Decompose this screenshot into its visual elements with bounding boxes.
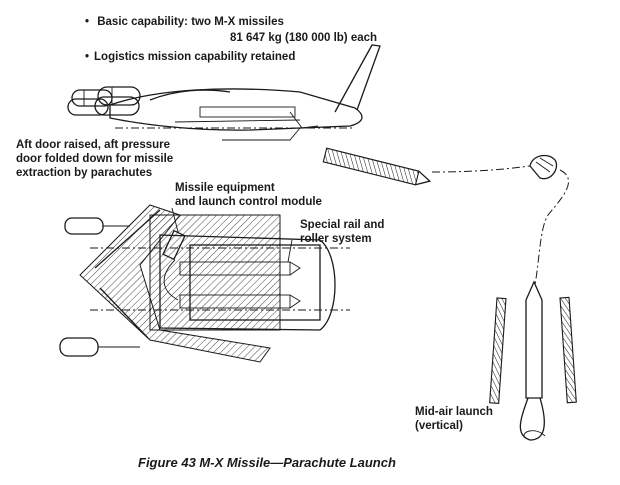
missile-weight: 81 647 kg (180 000 lb) each — [230, 32, 378, 44]
vertical-launch-group — [489, 280, 577, 441]
equipment-leader — [171, 207, 179, 233]
engine-top-lower — [59, 337, 140, 357]
aircraft-top-view — [59, 204, 350, 363]
logistics-note: Logistics mission capability retained — [85, 50, 295, 64]
equipment-callout-2: and launch control module — [175, 196, 322, 208]
rail-callout-1: Special rail and — [300, 219, 385, 231]
vertical-missile — [525, 280, 543, 399]
midair-callout-2: (vertical) — [415, 420, 463, 432]
aft-door-callout-3: extraction by parachutes — [16, 167, 153, 179]
exhaust-plume — [519, 397, 545, 441]
trajectory-line — [431, 165, 531, 173]
aft-door-callout-2: door folded down for missile — [16, 153, 174, 165]
basic-capability-value: two M-X missiles — [191, 16, 284, 28]
descent-path — [534, 169, 569, 286]
basic-capability-note: Basic capability: two M-X missiles — [85, 15, 284, 29]
basic-capability-label: Basic capability: — [97, 16, 188, 28]
rail-callout-2: roller system — [300, 233, 372, 245]
aft-door-leader — [222, 127, 301, 141]
midair-callout-1: Mid-air launch — [415, 406, 493, 418]
rail-leader — [287, 239, 293, 263]
bay-missile-upper — [179, 261, 301, 276]
parachute-icon — [529, 154, 558, 180]
extracted-missile — [322, 147, 432, 186]
engine-top-upper — [64, 217, 130, 235]
bay-missile-lower — [179, 294, 301, 309]
control-module — [162, 229, 186, 261]
aircraft-side-view — [67, 44, 381, 131]
figure-caption: Figure 43 M-X Missile—Parachute Launch — [138, 455, 396, 470]
aft-door-callout-1: Aft door raised, aft pressure — [16, 139, 171, 151]
engine-pod-lower — [67, 96, 140, 116]
engine-pod-upper — [71, 86, 141, 107]
equipment-callout-1: Missile equipment — [175, 182, 275, 194]
